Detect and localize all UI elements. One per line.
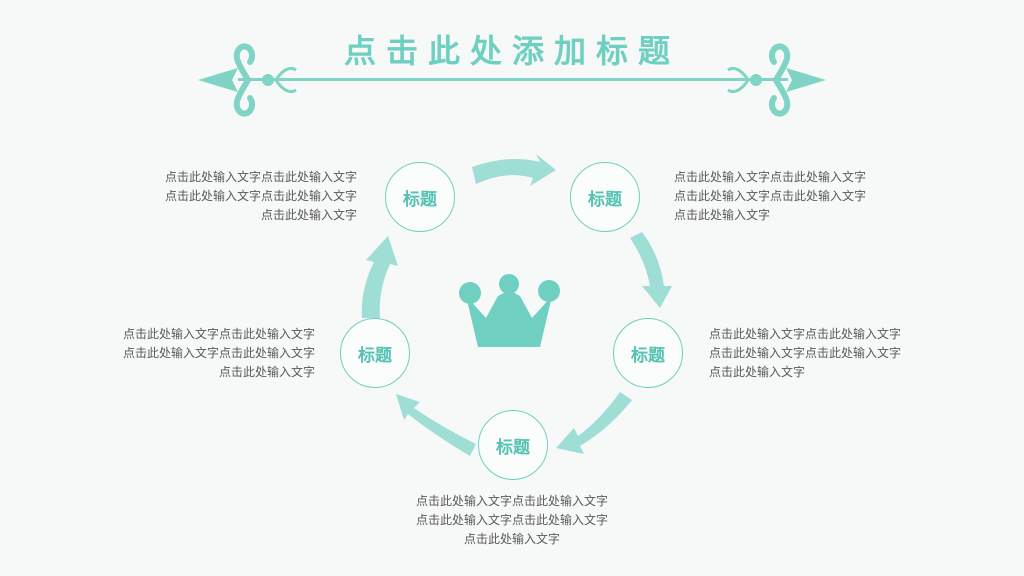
node-4-description[interactable]: 点击此处输入文字点击此处输入文字点击此处输入文字点击此处输入文字点击此处输入文字 [415,494,608,546]
node-5-description[interactable]: 点击此处输入文字点击此处输入文字点击此处输入文字点击此处输入文字点击此处输入文字 [122,327,315,379]
arrow-3-to-4 [556,392,632,454]
cycle-node-label: 标题 [403,189,437,210]
cycle-node-3[interactable]: 标题 [613,318,683,388]
node-1-description[interactable]: 点击此处输入文字点击此处输入文字点击此处输入文字点击此处输入文字点击此处输入文字 [164,170,357,222]
cycle-node-label: 标题 [588,189,622,210]
cycle-node-5[interactable]: 标题 [340,318,410,388]
cycle-node-label: 标题 [631,345,665,366]
node-3-description[interactable]: 点击此处输入文字点击此处输入文字点击此处输入文字点击此处输入文字点击此处输入文字 [709,327,902,379]
cycle-node-4[interactable]: 标题 [478,410,548,480]
node-2-description[interactable]: 点击此处输入文字点击此处输入文字点击此处输入文字点击此处输入文字点击此处输入文字 [674,170,867,222]
arrow-5-to-1 [361,236,398,318]
cycle-node-label: 标题 [496,437,530,458]
arrow-4-to-5 [396,394,476,456]
slide-title[interactable]: 点击此处添加标题 [343,32,680,70]
arrow-2-to-3 [630,232,672,308]
cycle-node-label: 标题 [358,345,392,366]
cycle-node-2[interactable]: 标题 [570,162,640,232]
arrow-1-to-2 [472,154,556,186]
cycle-node-1[interactable]: 标题 [385,162,455,232]
